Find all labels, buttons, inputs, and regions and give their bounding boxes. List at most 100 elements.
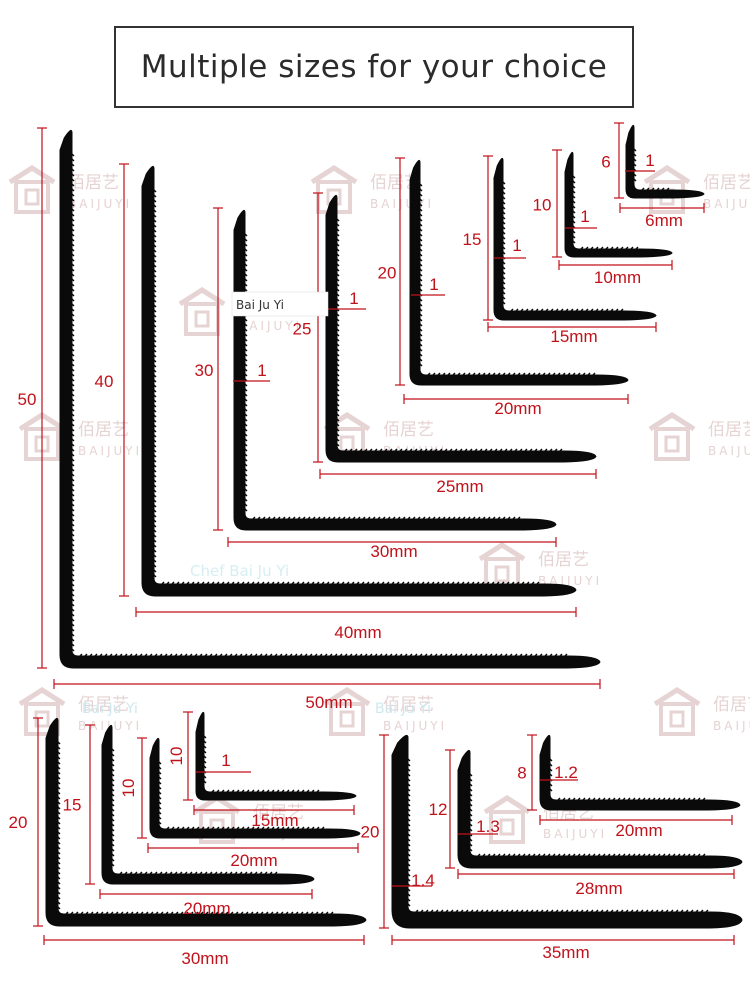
house-roof-icon bbox=[648, 412, 696, 432]
house-body-icon bbox=[659, 702, 695, 736]
house-body-icon bbox=[329, 702, 365, 736]
profile-bottom-right-8x20 bbox=[539, 734, 741, 811]
brand-watermark-left: Bai Ju Yi bbox=[82, 701, 138, 717]
profile-bottom-right-12x28-serration bbox=[469, 773, 706, 857]
thickness-dim-top-25-label: 1 bbox=[349, 289, 358, 308]
watermark-chinese: 佰居艺 bbox=[78, 420, 129, 440]
house-roof-icon bbox=[18, 687, 66, 707]
house-door-icon bbox=[24, 188, 40, 206]
house-roof-icon bbox=[323, 687, 371, 707]
profile-top-20 bbox=[409, 159, 629, 386]
profile-bottom-left-10x15 bbox=[195, 711, 357, 801]
height-dim-bl-20x30-label: 20 bbox=[9, 813, 28, 832]
width-dim-br-8x20-label: 20mm bbox=[615, 821, 662, 840]
watermark-chinese: 佰居艺 bbox=[68, 173, 119, 193]
watermark-latin: BAIJUYI bbox=[708, 444, 750, 458]
profile-bottom-left-20x30 bbox=[45, 717, 367, 927]
width-dim-top-10-label: 10mm bbox=[594, 268, 641, 287]
watermark-latin: BAIJUYI bbox=[703, 197, 750, 211]
thickness-dim-bl-10x15-label: 1 bbox=[221, 751, 230, 770]
house-roof-icon bbox=[483, 795, 531, 815]
house-roof-icon bbox=[8, 165, 56, 185]
brand-label-box bbox=[231, 291, 329, 317]
house-roof-icon bbox=[643, 165, 691, 185]
width-dim-top-30-label: 30mm bbox=[370, 542, 417, 561]
house-door-icon bbox=[339, 710, 355, 728]
watermark-chinese: 佰居艺 bbox=[713, 695, 750, 715]
height-dim-bl-10x20-label: 10 bbox=[119, 779, 138, 798]
profile-bottom-right-20x35-serration bbox=[407, 758, 709, 913]
thickness-dim-top-6-label: 1 bbox=[645, 151, 654, 170]
house-body-icon bbox=[184, 302, 220, 336]
width-dim-top-40-label: 40mm bbox=[334, 623, 381, 642]
width-dim-br-12x28-label: 28mm bbox=[575, 879, 622, 898]
height-dim-bl-15x20-label: 15 bbox=[63, 796, 82, 815]
house-body-icon bbox=[654, 427, 690, 461]
watermark-chinese: 佰居艺 bbox=[78, 695, 129, 715]
profile-bottom-right-20x35 bbox=[391, 734, 743, 929]
profile-top-25-serration bbox=[336, 218, 563, 452]
brand-label-text: Bai Ju Yi bbox=[236, 298, 284, 312]
house-roof-icon bbox=[478, 542, 526, 562]
watermark-latin: BAIJUYI bbox=[238, 319, 302, 333]
profile-top-15-serration bbox=[502, 181, 624, 312]
house-body-icon bbox=[14, 180, 50, 214]
profile-top-15 bbox=[493, 157, 657, 321]
width-dim-br-20x35-label: 35mm bbox=[542, 943, 589, 962]
width-dim-bl-10x20-label: 20mm bbox=[230, 851, 277, 870]
profile-top-30 bbox=[233, 209, 557, 531]
profile-top-6-serration bbox=[633, 148, 670, 191]
profile-top-10 bbox=[564, 151, 673, 258]
watermark-latin: BAIJUYI bbox=[370, 197, 434, 211]
watermark-chinese: 佰居艺 bbox=[383, 695, 434, 715]
house-roof-icon bbox=[178, 287, 226, 307]
profile-top-50-serration bbox=[71, 153, 568, 657]
profile-bottom-left-15x20-serration bbox=[111, 748, 278, 875]
width-dim-bl-15x20-label: 20mm bbox=[183, 899, 230, 918]
height-dim-top-6-label: 6 bbox=[601, 153, 610, 172]
height-dim-top-20-label: 20 bbox=[378, 264, 397, 283]
height-dim-top-10-label: 10 bbox=[533, 196, 552, 215]
width-dim-top-6-label: 6mm bbox=[645, 211, 683, 230]
profiles-layer bbox=[45, 124, 743, 929]
house-door-icon bbox=[494, 565, 510, 583]
height-dim-bl-10x15-label: 10 bbox=[167, 747, 186, 766]
watermark-latin: BAIJUYI bbox=[383, 719, 447, 733]
thickness-dim-br-8x20-label: 1.2 bbox=[554, 763, 578, 782]
title-text: Multiple sizes for your choice bbox=[140, 49, 608, 85]
height-dim-top-50-label: 50 bbox=[18, 390, 37, 409]
profile-top-20-serration bbox=[419, 183, 596, 376]
house-body-icon bbox=[489, 810, 525, 844]
brand-overlay-text: Chef Bai Ju Yi bbox=[190, 562, 289, 580]
house-roof-icon bbox=[653, 687, 701, 707]
watermark-chinese: 佰居艺 bbox=[370, 173, 421, 193]
watermark-chinese: 佰居艺 bbox=[708, 420, 750, 440]
thickness-dim-top-15-label: 1 bbox=[512, 236, 521, 255]
watermark-logo: 佰居艺 BAIJUYI bbox=[323, 687, 447, 736]
labels-layer: 5050mm4040mm3030mm12525mm12020mm11515mm1… bbox=[9, 151, 683, 968]
watermark-chinese: 佰居艺 bbox=[383, 420, 434, 440]
watermark-latin: BAIJUYI bbox=[543, 827, 607, 841]
profile-top-40-serration bbox=[153, 189, 540, 585]
watermark-latin: BAIJUYI bbox=[78, 444, 142, 458]
width-dim-top-50-label: 50mm bbox=[305, 693, 352, 712]
watermark-chinese: 佰居艺 bbox=[538, 550, 589, 570]
watermark-chinese: 佰居艺 bbox=[253, 803, 304, 823]
thickness-dim-top-20-label: 1 bbox=[429, 275, 438, 294]
thickness-dim-br-12x28-label: 1.3 bbox=[476, 817, 500, 836]
house-door-icon bbox=[664, 435, 680, 453]
house-door-icon bbox=[194, 310, 210, 328]
watermark-chinese: 佰居艺 bbox=[703, 173, 750, 193]
height-dim-br-12x28-label: 12 bbox=[429, 800, 448, 819]
title-box: Multiple sizes for your choice bbox=[114, 26, 634, 108]
profile-bottom-left-10x20 bbox=[149, 737, 361, 839]
brand-watermark-right: Bai Ju Yi bbox=[375, 701, 431, 717]
dimensions-layer bbox=[33, 122, 735, 945]
height-dim-br-8x20-label: 8 bbox=[517, 764, 526, 783]
thickness-dim-top-30-label: 1 bbox=[257, 361, 266, 380]
height-dim-top-15-label: 15 bbox=[463, 230, 482, 249]
thickness-dim-br-20x35-label: 1.4 bbox=[411, 871, 435, 890]
